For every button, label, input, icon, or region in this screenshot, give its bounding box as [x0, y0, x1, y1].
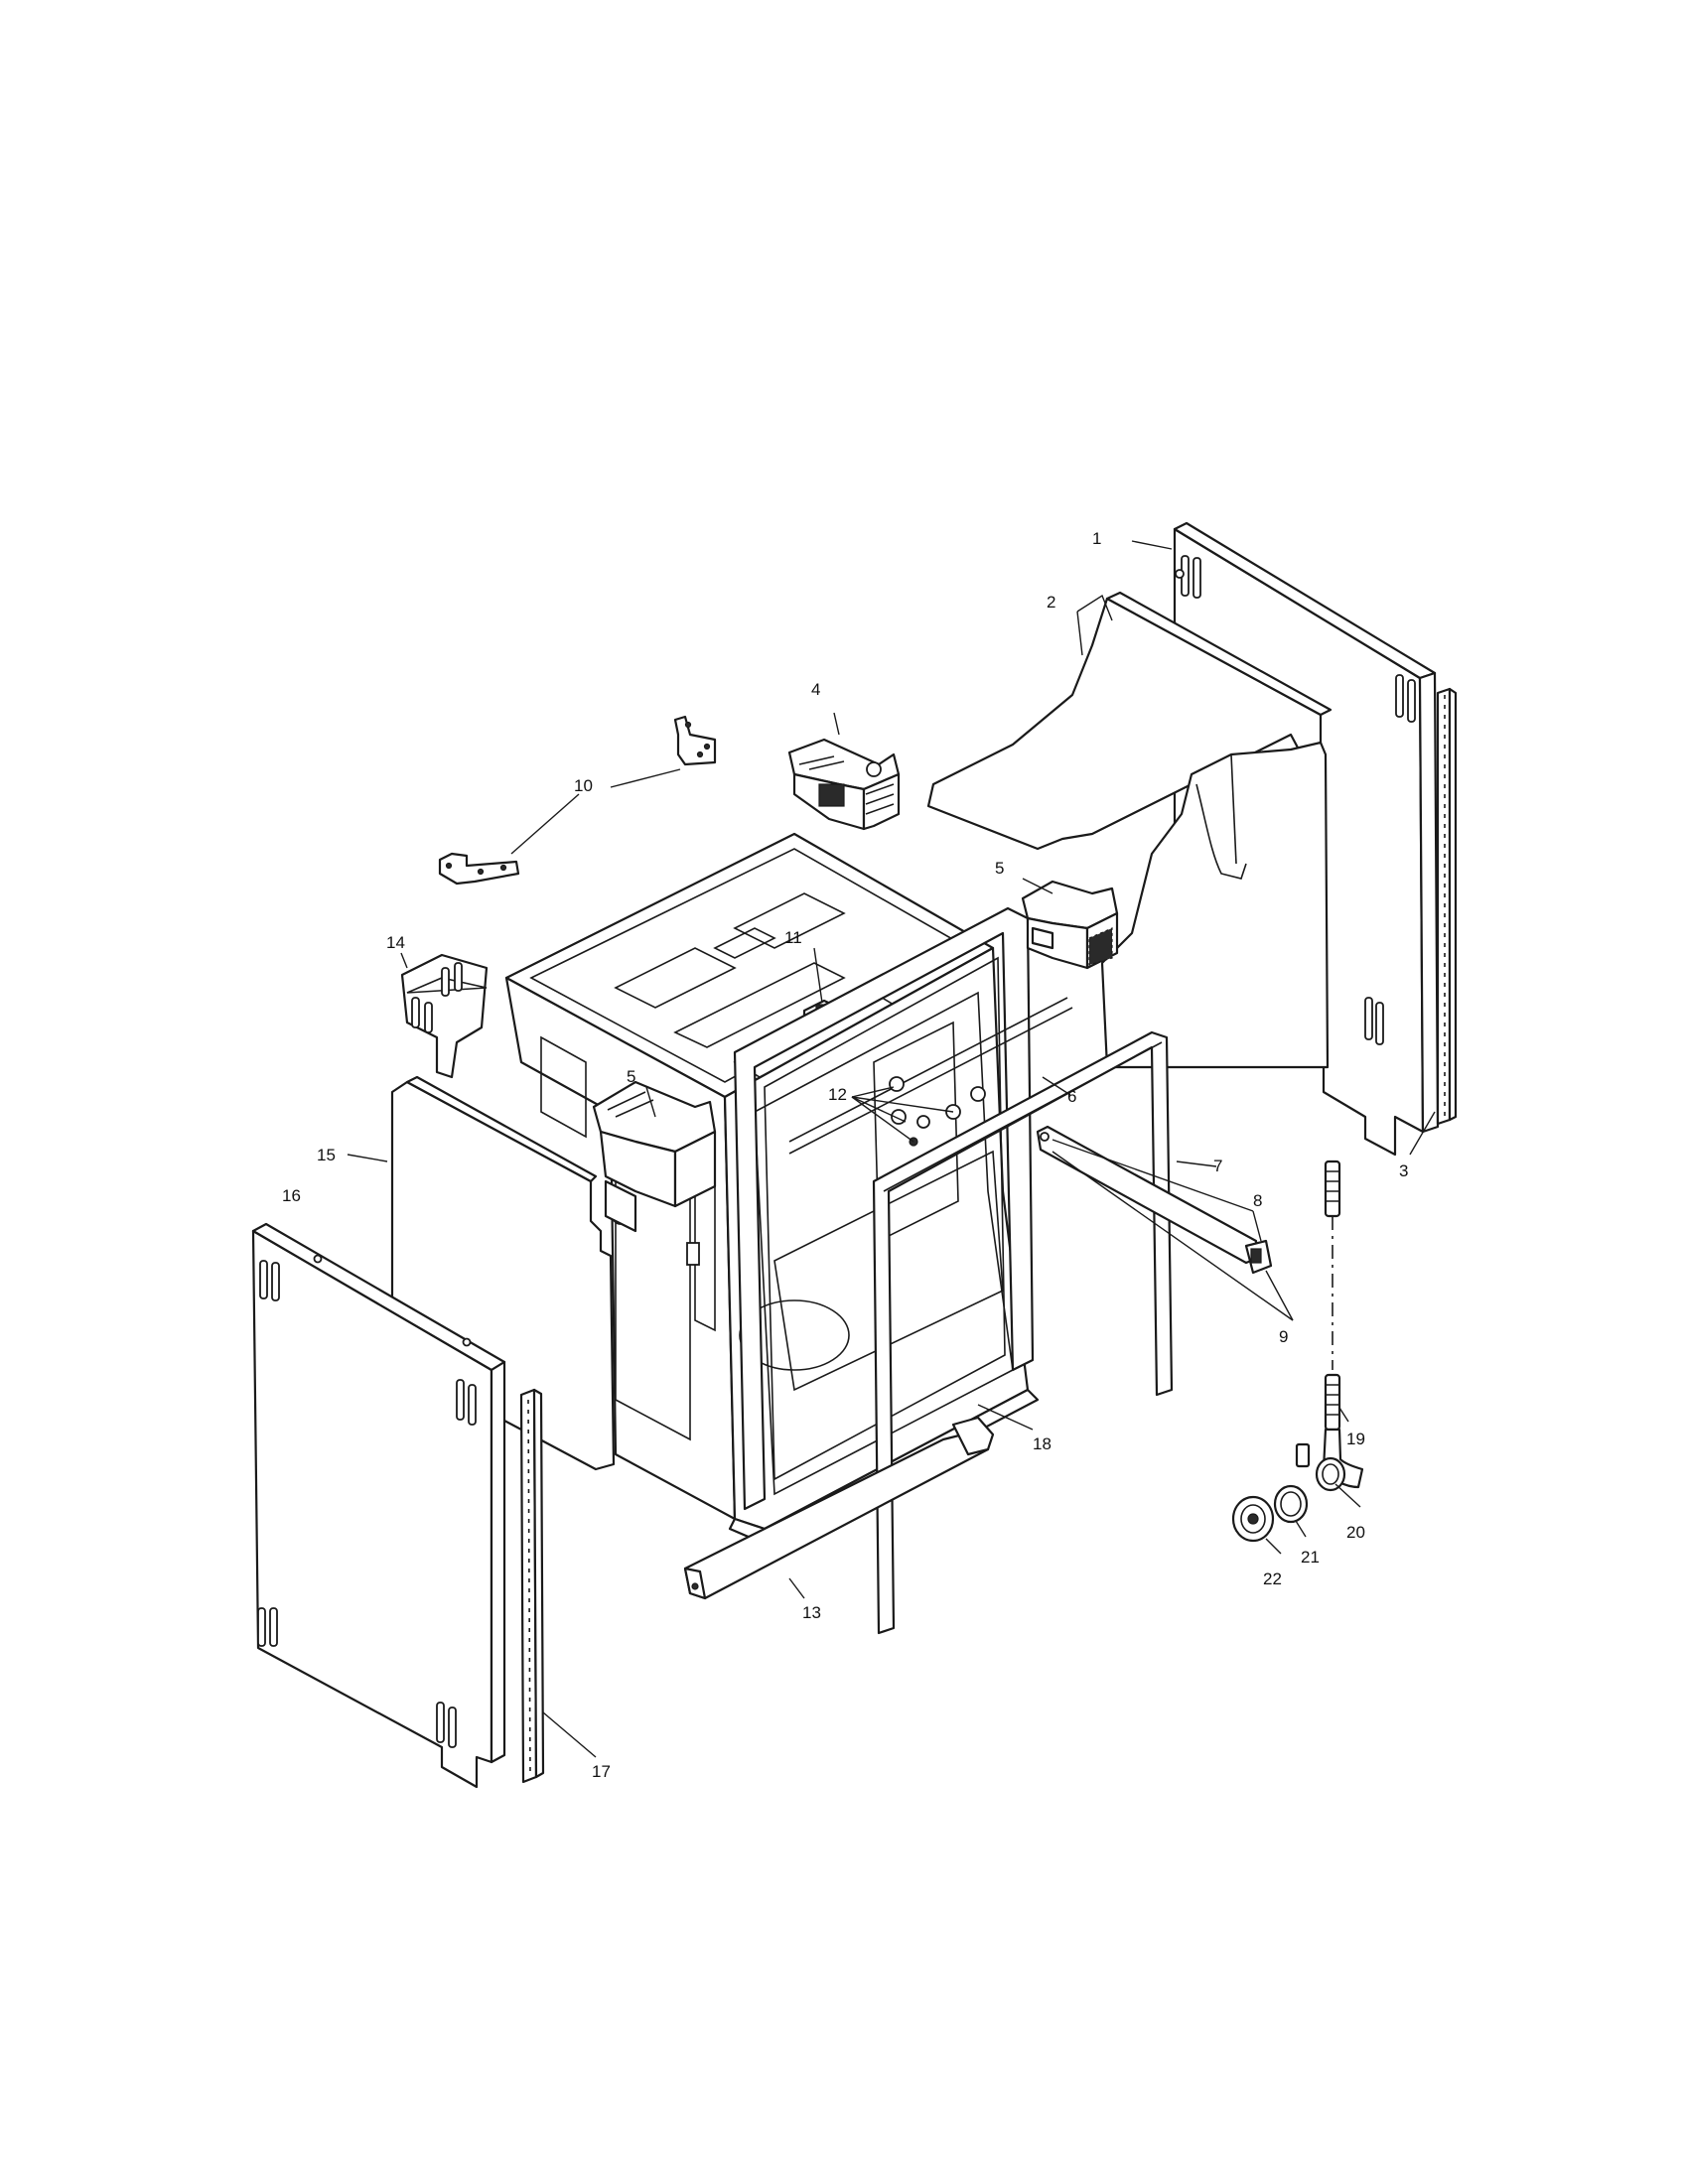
callout-19: 19: [1346, 1430, 1365, 1448]
part-3-side-strip: [1436, 687, 1458, 1126]
part-7-u-frame: [872, 1030, 1174, 1635]
callout-6: 6: [1067, 1087, 1076, 1106]
callout-16: 16: [282, 1186, 301, 1205]
callout-18: 18: [1033, 1434, 1052, 1453]
callout-7: 7: [1213, 1157, 1222, 1175]
part-19-fitting: [1324, 1160, 1341, 1432]
part-5-bracket-right: [1021, 880, 1119, 970]
callout-14: 14: [386, 933, 405, 952]
callout-3: 3: [1399, 1161, 1408, 1180]
callout-15: 15: [317, 1146, 336, 1164]
part-6-gasket: [733, 906, 1073, 1511]
part-21-washer: [1273, 1484, 1309, 1524]
callout-10: 10: [574, 776, 593, 795]
part-8-9-strips: [1036, 1125, 1273, 1275]
callout-5-left: 5: [627, 1067, 635, 1086]
callout-20: 20: [1346, 1523, 1365, 1542]
callout-5-right: 5: [995, 859, 1004, 878]
callout-4: 4: [811, 680, 820, 699]
callout-22: 22: [1263, 1570, 1282, 1588]
callout-21: 21: [1301, 1548, 1320, 1567]
part-5-bracket-left: [592, 1080, 717, 1233]
part-4-bracket: [787, 738, 901, 831]
callout-13: 13: [802, 1603, 821, 1622]
part-17-side-strip: [519, 1388, 545, 1784]
part-13-bottom-rail: [683, 1416, 995, 1600]
part-2-insulation-tray: [926, 591, 1333, 1069]
callout-1: 1: [1092, 529, 1101, 548]
callout-8: 8: [1253, 1191, 1262, 1210]
callout-17: 17: [592, 1762, 611, 1781]
part-22-cap: [1231, 1495, 1275, 1543]
part-14-bracket: [400, 953, 489, 1079]
leader-lines: [347, 540, 1436, 1758]
callout-9: 9: [1279, 1327, 1288, 1346]
callout-2: 2: [1047, 593, 1055, 612]
callout-12: 12: [828, 1085, 847, 1104]
callout-11: 11: [784, 928, 802, 947]
callout-labels: 1 2 3 4 5 5 6 7 8 9 10 11 12 13 14 15 16…: [282, 529, 1408, 1781]
part-20-elbow: [1295, 1428, 1364, 1492]
part-10-hinge-plates: [438, 715, 717, 886]
part-16-side-panel: [251, 1222, 506, 1789]
